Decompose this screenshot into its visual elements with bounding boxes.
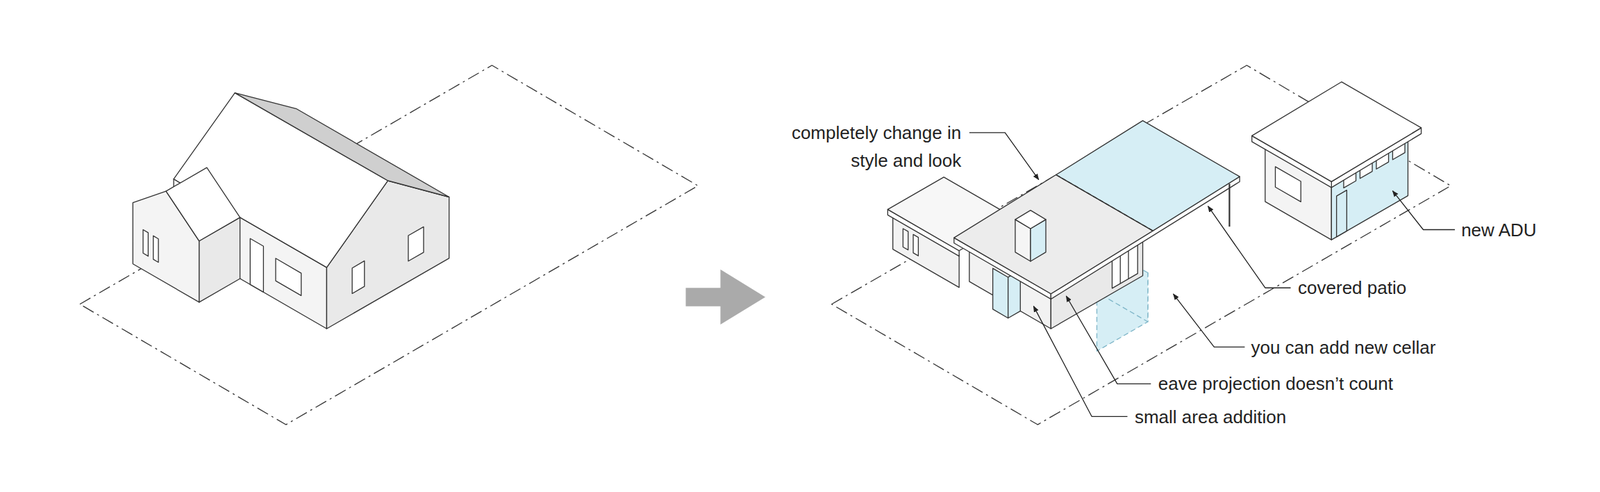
callout-label: new ADU xyxy=(1461,215,1537,244)
callout-label: covered patio xyxy=(1297,273,1407,302)
patio-post xyxy=(1228,183,1230,227)
callout-label: eave projection doesn’t count xyxy=(1158,369,1394,398)
adu xyxy=(1252,81,1422,240)
patio-roof xyxy=(1056,120,1240,231)
callout-label: completely change in style and look xyxy=(787,118,962,175)
transform-arrow xyxy=(685,269,766,325)
callout-label: small area addition xyxy=(1134,402,1287,431)
callout-label: you can add new cellar xyxy=(1250,333,1436,362)
existing-house xyxy=(132,93,449,329)
leader-lines xyxy=(969,132,1455,416)
lot-line xyxy=(79,65,698,425)
addition xyxy=(993,268,1009,319)
lot-line xyxy=(831,65,1452,425)
